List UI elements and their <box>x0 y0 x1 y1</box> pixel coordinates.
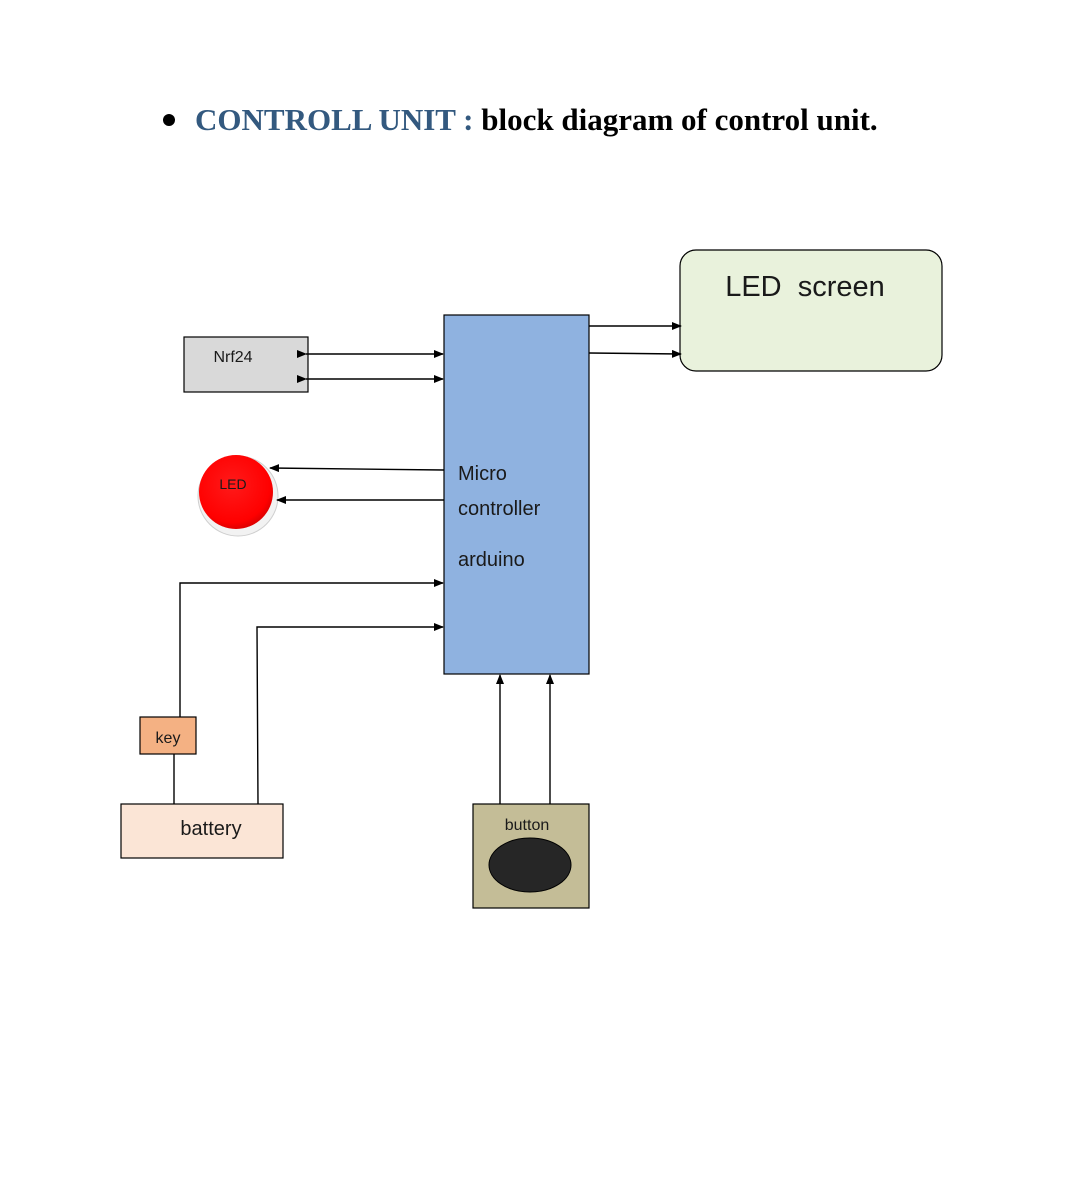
led-screen-block: LED screen <box>679 249 943 372</box>
nrf24-block: Nrf24 <box>183 336 309 393</box>
battery-box <box>120 803 284 859</box>
led-screen-box <box>679 249 943 372</box>
led-link-1 <box>269 464 445 473</box>
button-knob <box>488 837 572 893</box>
microcontroller-label-line1: Micro <box>458 463 507 485</box>
led-screen-label: LED screen <box>725 271 885 303</box>
heading-text: block diagram of control unit. <box>481 102 878 137</box>
microcontroller-block: Micro controller arduino <box>443 314 590 675</box>
button-label: button <box>505 817 549 834</box>
nrf24-label: Nrf24 <box>213 349 252 366</box>
battery-link <box>256 623 444 805</box>
led-block: LED <box>197 455 279 537</box>
battery-label: battery <box>180 818 241 840</box>
microcontroller-label-line2: controller <box>458 498 541 520</box>
key-link <box>179 579 444 717</box>
connections <box>173 322 682 805</box>
bullet-icon <box>163 113 175 126</box>
led-label: LED <box>219 476 246 492</box>
key-block: key <box>139 716 197 755</box>
button-block: button <box>472 803 590 909</box>
section-heading: CONTROLL UNIT : block diagram of control… <box>163 102 878 138</box>
battery-block: battery <box>120 803 284 859</box>
heading-prefix: CONTROLL UNIT : <box>195 102 474 137</box>
led-lamp <box>199 455 273 529</box>
nrf24-box <box>183 336 309 393</box>
key-box <box>139 716 197 755</box>
microcontroller-label-line3: arduino <box>458 549 525 571</box>
microcontroller-box <box>443 314 590 675</box>
key-label: key <box>156 730 181 747</box>
screen-link-2 <box>588 349 682 358</box>
